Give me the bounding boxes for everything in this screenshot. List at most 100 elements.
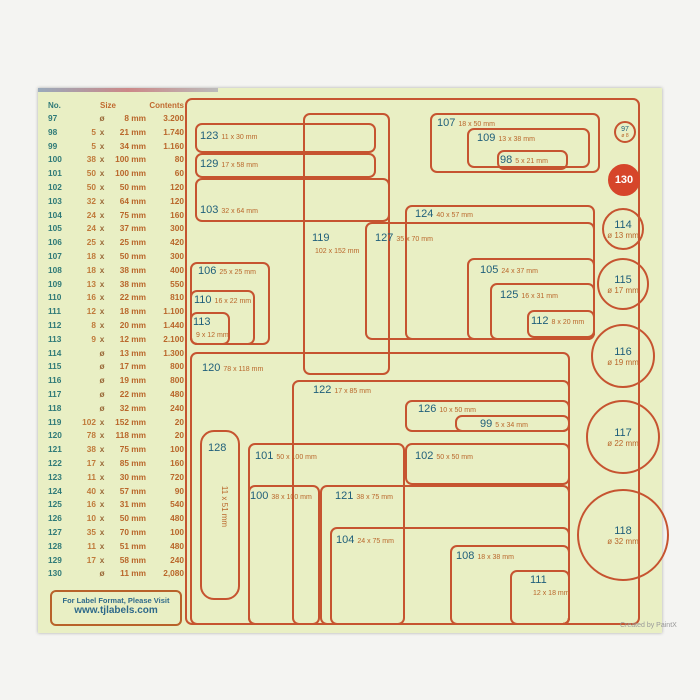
visit-box: For Label Format, Please Visit www.tjlab… [50,590,182,626]
cell-c: 240 [170,402,184,413]
label-size: 38 x 75 mm [356,494,393,501]
cell-x: x [99,154,105,165]
label-size: 78 x 118 mm [223,366,264,373]
cell-h: 13 mm [119,347,146,358]
cell-c: 800 [170,361,184,372]
label-99[interactable] [455,415,570,432]
cell-h: 100 mm [115,154,146,165]
cell-h: 30 mm [119,471,146,482]
label-107[interactable] [430,113,600,173]
label-number: 124 [415,208,434,220]
label-102[interactable] [405,443,570,485]
label-size: ø 22 mm [607,438,639,448]
cell-c: 480 [170,540,184,551]
cell-x: x [99,513,105,524]
cell-x: x [99,223,105,234]
label-109[interactable] [467,128,590,168]
cell-no: 125 [48,499,62,510]
label-111[interactable] [510,570,570,625]
cell-c: 1.740 [163,126,184,137]
label-112[interactable] [527,310,595,338]
label-size: 11 x 30 mm [221,134,258,141]
cell-h: 85 mm [119,457,146,468]
header-size: Size [99,101,116,110]
cell-c: 20 [174,430,184,441]
cell-w: 50 [86,181,96,192]
label-123[interactable] [195,123,376,153]
label-number: 115 [614,273,632,286]
label-number: 102 [415,450,434,462]
label-size: ø 8 [621,132,629,139]
cell-no: 116 [48,375,62,386]
cell-x: x [99,237,105,248]
label-number: 111 [530,574,547,586]
cell-c: 720 [170,471,184,482]
label-130[interactable]: 130 [608,164,640,196]
cell-h: 58 mm [119,554,146,565]
label-size: 13 x 38 mm [498,136,535,143]
label-size: ø 32 mm [607,536,639,546]
cell-w: 40 [86,485,96,496]
label-size: 17 x 58 mm [221,162,258,169]
cell-w: 18 [86,264,96,275]
cell-c: 300 [170,250,184,261]
label-size: 32 x 64 mm [221,208,258,215]
cell-w: 17 [86,457,96,468]
cell-x: x [99,126,105,137]
cell-c: 160 [170,209,184,220]
label-number: 120 [202,362,221,374]
cell-h: 8 mm [124,113,146,123]
label-number: 123 [200,130,219,142]
label-113[interactable] [190,312,230,345]
cell-c: 810 [170,292,184,303]
cell-no: 107 [48,250,62,261]
label-125[interactable] [490,283,595,340]
cell-h: 11 mm [120,568,146,579]
cell-x: x [99,333,105,344]
cell-w: 38 [86,154,96,165]
label-number: 128 [208,442,227,454]
label-119[interactable] [303,113,390,375]
cell-h: 25 mm [119,237,146,248]
label-size: 40 x 57 mm [436,212,473,219]
cell-x: x [99,540,105,551]
label-size: 24 x 75 mm [357,538,394,545]
cell-h: 31 mm [119,499,146,510]
cell-c: 1.300 [163,347,184,358]
cell-h: 17 mm [119,361,146,372]
cell-c: 240 [170,554,184,565]
label-number: 106 [198,265,217,277]
label-number: 125 [500,289,519,301]
cell-c: 1.160 [163,140,184,151]
cell-h: 64 mm [119,195,146,206]
cell-x: ø [99,388,105,399]
cell-c: 1.440 [163,319,184,330]
label-98[interactable] [497,150,568,170]
label-129[interactable] [195,153,376,178]
cell-no: 111 [48,306,61,317]
cell-c: 300 [170,223,184,234]
label-100[interactable] [248,485,320,625]
cell-w: 10 [86,513,96,524]
cell-x: x [99,444,105,455]
cell-h: 18 mm [119,306,146,317]
cell-c: 1.100 [163,306,184,317]
header-no: No. [48,101,61,110]
website-link[interactable]: www.tjlabels.com [74,605,158,616]
